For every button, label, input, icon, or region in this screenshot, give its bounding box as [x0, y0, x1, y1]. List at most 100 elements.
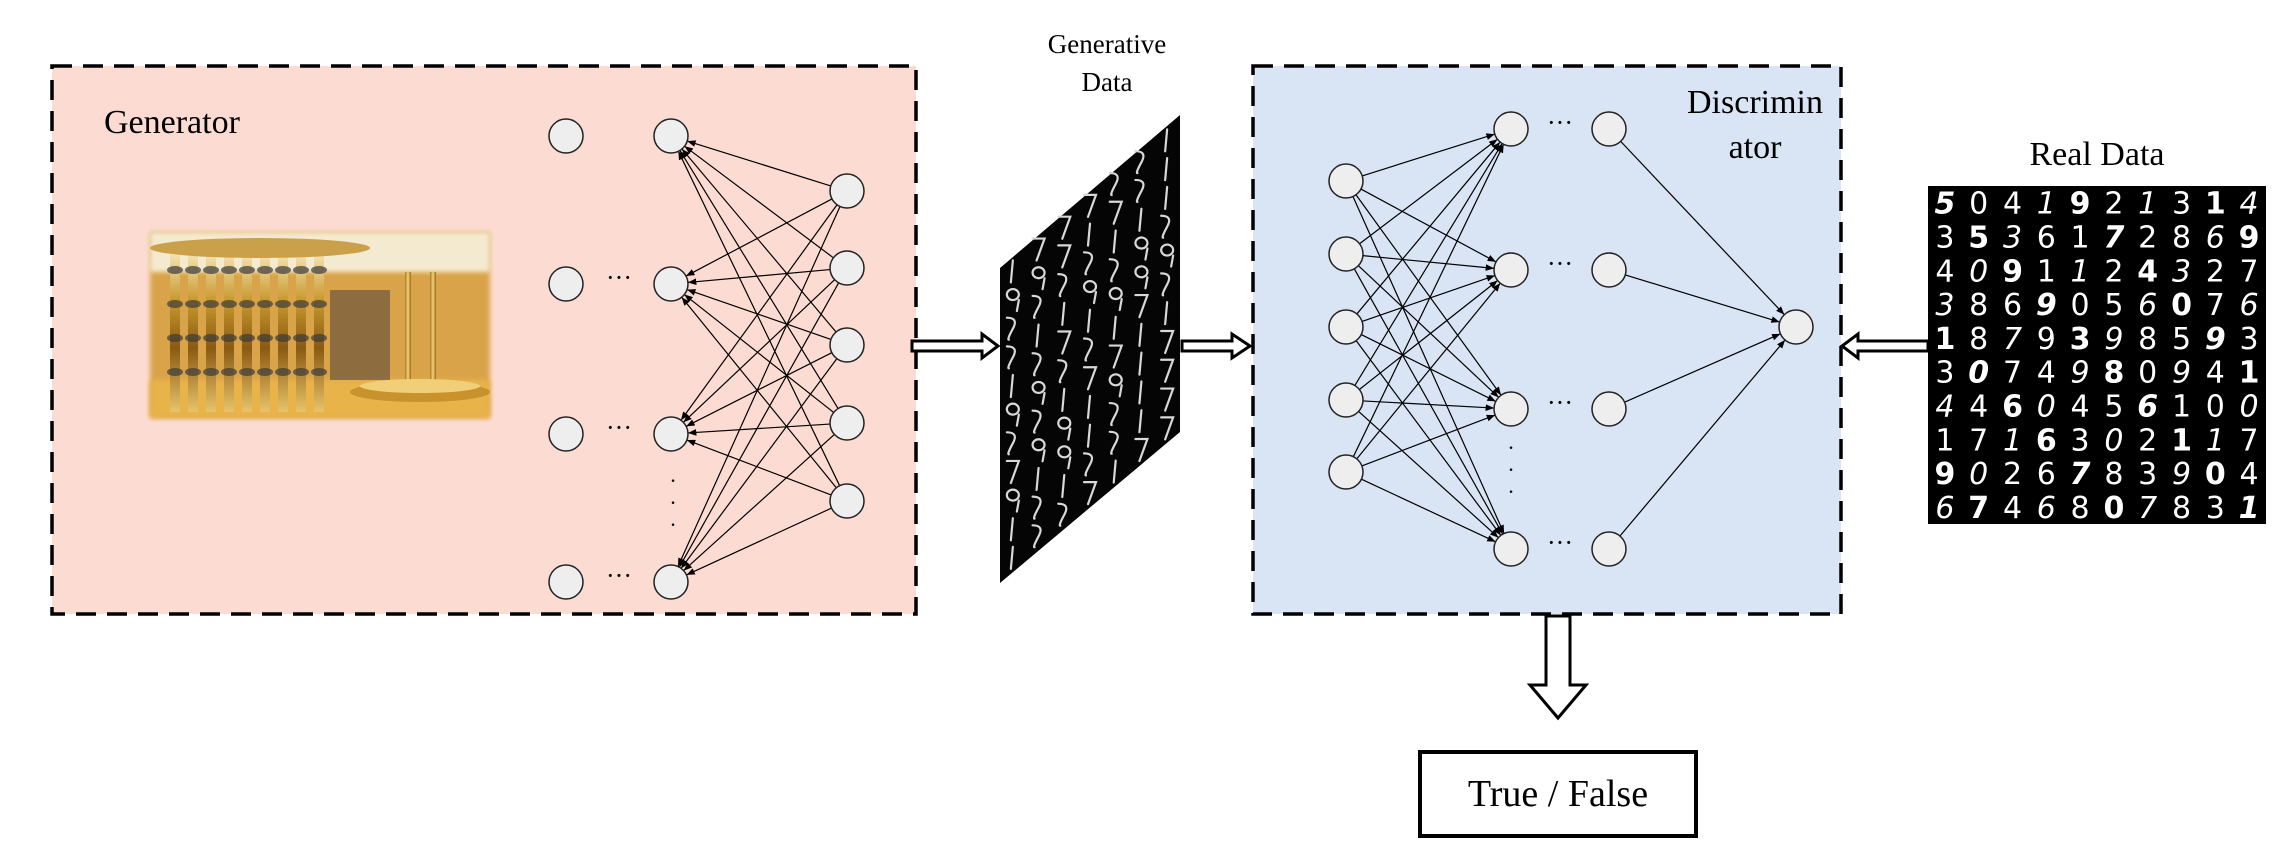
real-digit: 7: [2003, 356, 2022, 391]
discriminator-edge: [1356, 282, 1501, 460]
real-digit: 9: [2205, 322, 2226, 357]
real-digit: 2: [2206, 254, 2225, 289]
real-digit: 4: [2240, 187, 2259, 222]
quantum-computer-image: [150, 232, 490, 418]
generated-digit: [1009, 373, 1014, 399]
arrow-discriminator-to-output: [1526, 614, 1590, 721]
real-digit: 2: [2138, 221, 2157, 256]
real-digit: 3: [2138, 457, 2157, 492]
generated-digit: [1108, 171, 1119, 197]
generated-digit: [1082, 279, 1098, 305]
real-digit: 2: [2003, 457, 2022, 492]
generator-edge: [677, 151, 841, 486]
discriminator-edge: [1360, 334, 1497, 402]
real-digit: 1: [2239, 356, 2260, 391]
generated-digit: [1160, 387, 1175, 412]
output-box: [1418, 750, 1698, 838]
discriminator-hidden-node: [1493, 391, 1529, 427]
real-digit: 0: [2103, 491, 2124, 526]
real-digit: 7: [2206, 288, 2225, 323]
generated-digit: [1134, 293, 1150, 319]
generated-digit: [1108, 200, 1124, 225]
real-digit: 1: [2003, 423, 2022, 458]
real-digit: 7: [2138, 491, 2157, 526]
discriminator-output-edge: [1624, 333, 1781, 403]
real-digit: 4: [1969, 390, 1988, 425]
generated-digit: [1160, 329, 1175, 355]
real-digit: 6: [2003, 288, 2022, 323]
arrow-data-to-discriminator: [1180, 331, 1253, 361]
generated-digit: [1160, 416, 1175, 441]
discriminator-edge: [1361, 274, 1496, 323]
real-digit: 4: [2137, 254, 2158, 289]
qc-ring: [203, 266, 219, 274]
generator-edge: [687, 140, 831, 187]
qc-ring: [293, 334, 309, 342]
real-digit: 0: [2205, 457, 2226, 492]
discriminator-edge: [1352, 144, 1505, 457]
generated-digit: [1108, 430, 1119, 455]
real-digit: 3: [2172, 187, 2191, 222]
generated-digits-panel: [1000, 115, 1180, 583]
generator-edge: [686, 289, 832, 340]
discriminator-hidden-node-2: [1591, 111, 1627, 147]
qc-ring: [311, 334, 327, 342]
qc-column: [260, 252, 270, 412]
qc-ring: [203, 334, 219, 342]
generated-digit: [1031, 524, 1042, 549]
generated-digit: [1082, 366, 1098, 391]
generator-edge: [677, 206, 841, 567]
real-digit: 8: [2071, 491, 2090, 526]
generated-digit: [1009, 259, 1014, 284]
real-digit: 6: [2138, 288, 2157, 323]
real-digit: 6: [2002, 390, 2023, 425]
generated-digit: [1082, 251, 1094, 276]
discriminator-edge: [1361, 478, 1496, 543]
real-digit: 4: [2003, 491, 2022, 526]
real-digit: 5: [1968, 221, 1989, 256]
generated-digit: [1057, 502, 1068, 527]
generated-digit: [1164, 301, 1169, 326]
discriminator-input-node: [1328, 309, 1364, 345]
generated-digit: [1005, 345, 1016, 370]
real-digit: 9: [2239, 221, 2260, 256]
generator-hidden-node: [653, 416, 689, 452]
real-digit: 0: [2138, 356, 2157, 391]
real-digit: 3: [2071, 423, 2090, 458]
discriminator-edge: [1357, 265, 1500, 398]
generator-edge: [681, 148, 837, 333]
real-digit: 8: [2103, 356, 2124, 391]
generator-ellipsis-v: ·: [669, 490, 676, 515]
generated-digit: [1057, 273, 1068, 298]
generated-digit: [1112, 229, 1117, 254]
generated-digit: [1160, 358, 1175, 383]
real-digit: 9: [2002, 254, 2023, 289]
generated-digit: [1031, 352, 1042, 377]
discriminator-edge: [1362, 255, 1495, 271]
real-digit: 7: [2240, 254, 2259, 289]
real-digit: 1: [2205, 187, 2226, 222]
generated-digit: [1057, 445, 1072, 470]
real-digit: 7: [1969, 423, 1988, 458]
generated-digit: [1009, 545, 1014, 570]
discriminator-ellipsis-h: ···: [1547, 388, 1573, 417]
generated-digit: [1164, 128, 1169, 153]
generated-digit: [1031, 495, 1042, 520]
generated-digit: [1108, 258, 1119, 283]
generator-input-node: [548, 266, 584, 302]
real-digit: 9: [2104, 322, 2123, 357]
generator-edge: [685, 198, 833, 277]
generator-edge: [683, 433, 835, 572]
generated-digit: [1138, 207, 1143, 232]
real-digit: 4: [2240, 457, 2259, 492]
real-digit: 0: [1969, 254, 1988, 289]
generated-digit: [1031, 409, 1042, 434]
generator-output-node: [829, 250, 865, 286]
generator-ellipsis-v: ·: [669, 468, 676, 493]
generated-digit: [1031, 438, 1046, 463]
generated-digit: [1082, 452, 1094, 477]
real-digit: 4: [2206, 356, 2225, 391]
qc-column: [296, 252, 306, 412]
real-digit: 5: [2172, 322, 2191, 357]
real-digit: 7: [2003, 322, 2022, 357]
